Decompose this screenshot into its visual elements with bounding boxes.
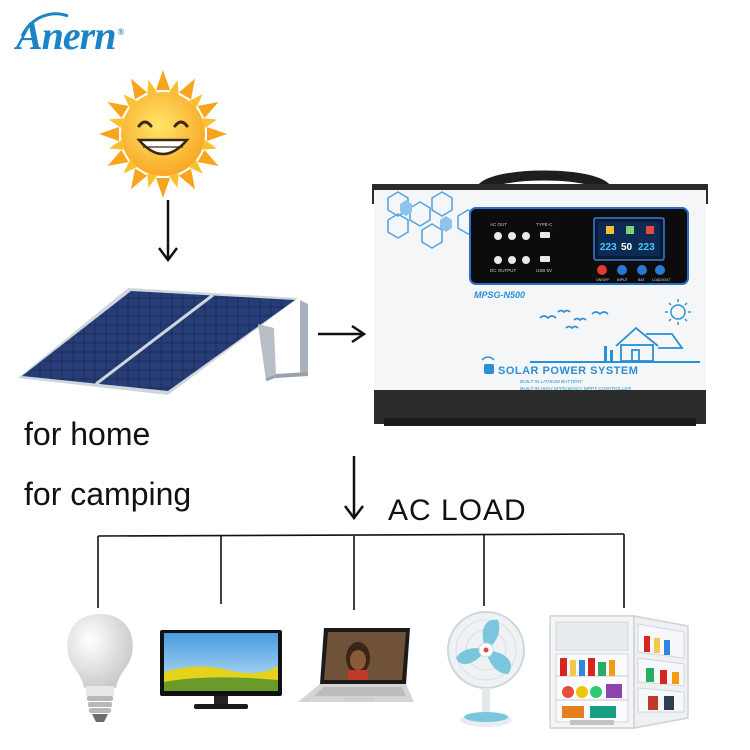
load-distribution-lines <box>97 533 625 610</box>
button-label-load-out: LOAD/OUT <box>652 278 671 282</box>
sun-icon <box>99 70 227 198</box>
refrigerator-icon <box>549 615 689 729</box>
logo-swoosh-icon <box>20 12 69 37</box>
label-for-camping: for camping <box>24 476 192 512</box>
logo-registered-mark: ® <box>117 26 125 37</box>
logo-wordmark: Anern <box>16 13 116 58</box>
port-label-ac-out: AC OUT <box>490 222 507 227</box>
port-label-dc-output: DC OUTPUT <box>490 268 516 273</box>
lcd-mid-value: 50 <box>621 242 633 253</box>
solar-panel-icon <box>18 288 308 395</box>
button-label-on-off: ON/OFF <box>596 278 610 282</box>
port-label-usb: USB 5V <box>536 268 552 273</box>
brand-logo: Anern® <box>16 6 176 76</box>
lcd-left-value: 223 <box>600 242 617 253</box>
light-bulb-icon <box>67 614 133 722</box>
laptop-icon <box>298 628 414 702</box>
arrow-right-icon <box>318 324 367 344</box>
logo-text: Anern® <box>16 12 125 59</box>
system-title: SOLAR POWER SYSTEM <box>498 365 638 377</box>
port-label-type-c: TYPE-C <box>536 222 553 227</box>
button-label-input: INPUT <box>617 278 629 282</box>
lcd-right-value: 223 <box>638 242 655 253</box>
button-label-bat: BAT <box>638 278 646 282</box>
feature-1: BUILT-IN LITHIUM BATTERY <box>520 379 583 385</box>
label-for-home: for home <box>24 416 151 452</box>
device-model: MPSG-N500 <box>474 290 525 300</box>
label-ac-load: AC LOAD <box>388 494 527 527</box>
electric-fan-icon <box>447 611 525 727</box>
arrow-down-icon <box>344 456 364 521</box>
television-icon <box>160 630 282 709</box>
arrow-down-icon <box>158 200 178 263</box>
feature-2: BUILT-IN HIGH EFFICIENCY MPPT CONTROLLER <box>520 386 632 392</box>
solar-power-station: AC OUT TYPE-C DC OUTPUT USB 5V 223 50 22… <box>372 170 708 426</box>
